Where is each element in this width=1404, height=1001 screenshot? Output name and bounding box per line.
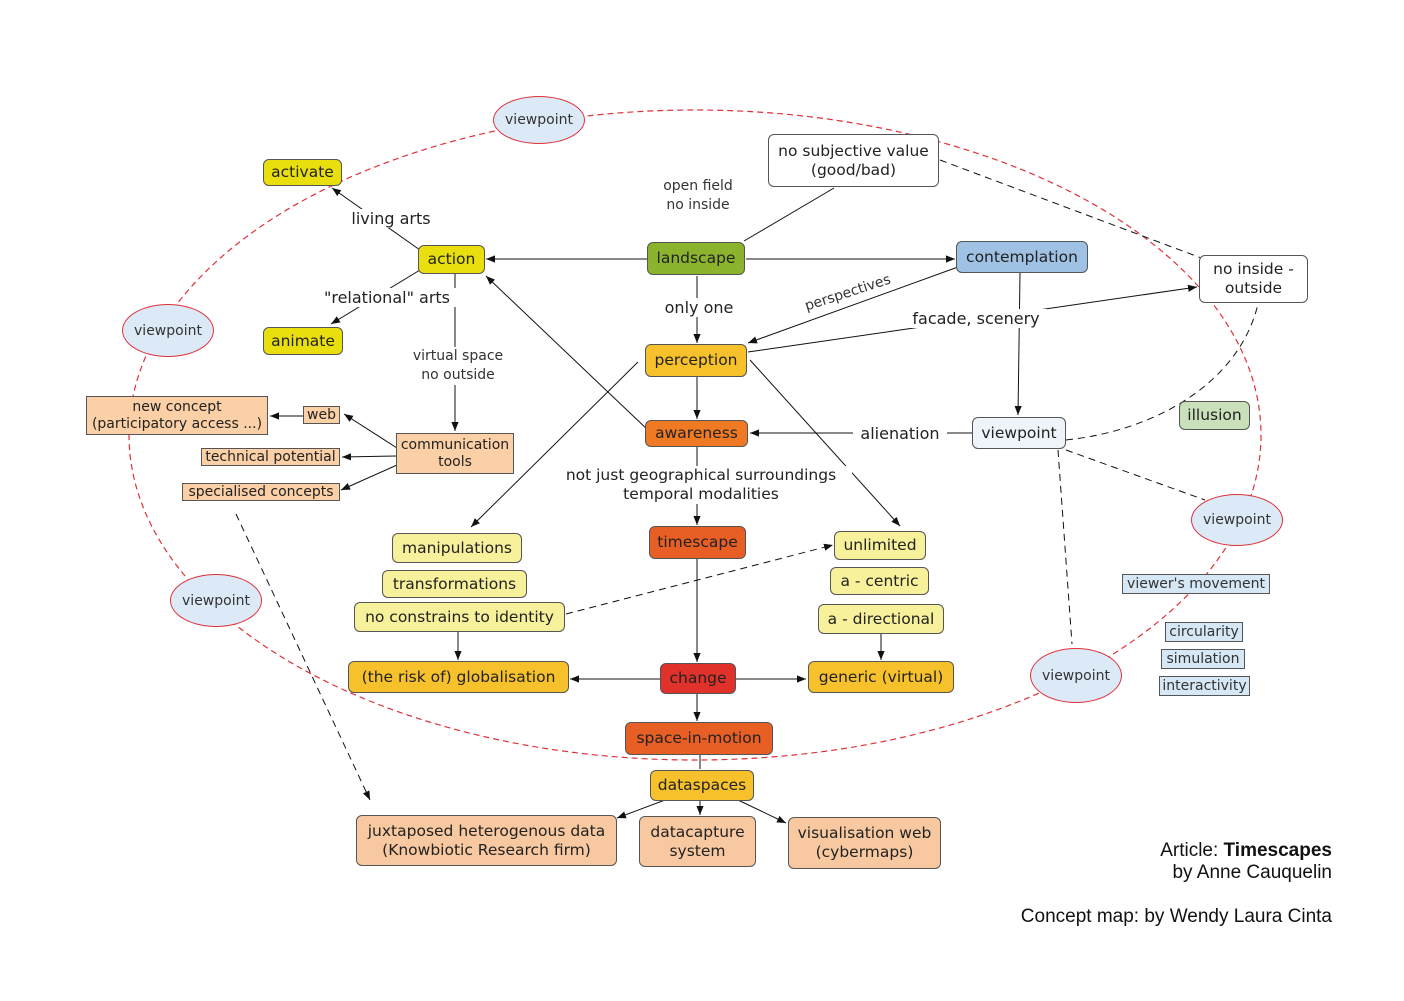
link-label-alienation: alienation [853, 424, 947, 443]
globalisation-node[interactable]: (the risk of) globalisation [348, 661, 569, 693]
landscape-node[interactable]: landscape [647, 242, 745, 275]
concept-map-credit: Concept map: by Wendy Laura Cinta [1020, 906, 1332, 927]
circularity-node[interactable]: circularity [1165, 622, 1243, 642]
link-label-only-one: only one [656, 298, 742, 317]
datacapture-node[interactable]: datacapture system [639, 816, 756, 867]
edge-awareness-action [485, 275, 651, 433]
change-node[interactable]: change [660, 663, 736, 694]
viewpoint-ellipse-bottom[interactable]: viewpoint [1030, 648, 1122, 703]
link-label-geographical: not just geographical surroundings tempo… [550, 466, 852, 504]
article-credit: Article: Timescapes [1160, 840, 1332, 862]
technical-potential-node[interactable]: technical potential [201, 448, 340, 466]
article-author: by Anne Cauquelin [1172, 862, 1332, 883]
viewpoint-ellipse-right[interactable]: viewpoint [1191, 494, 1283, 546]
generic-virtual-node[interactable]: generic (virtual) [808, 661, 954, 693]
space-in-motion-node[interactable]: space-in-motion [625, 722, 773, 755]
no-constrains-node[interactable]: no constrains to identity [354, 602, 565, 632]
web-node[interactable]: web [303, 406, 340, 424]
edge-dataspaces-visualisation [737, 799, 787, 824]
article-title: Timescapes [1223, 840, 1332, 861]
edge-viewpoint-noinside-dashed [1065, 303, 1259, 441]
juxtaposed-data-node[interactable]: juxtaposed heterogenous data (Knowbiotic… [356, 815, 617, 866]
edge-contemplation-viewpoint [1014, 272, 1022, 416]
awareness-node[interactable]: awareness [645, 420, 748, 447]
edge-communication-specialised [340, 464, 398, 491]
link-label-facade-scenery: facade, scenery [905, 309, 1047, 328]
edge-landscape-nosubjective [743, 187, 835, 242]
communication-tools-node[interactable]: communication tools [396, 433, 514, 474]
link-label-living-arts: living arts [345, 209, 437, 228]
a-centric-node[interactable]: a - centric [830, 567, 929, 595]
perception-node[interactable]: perception [645, 344, 747, 377]
viewpoint-boundary-ellipse [128, 109, 1262, 761]
no-subjective-value-node[interactable]: no subjective value (good/bad) [768, 134, 939, 187]
interactivity-node[interactable]: interactivity [1159, 676, 1250, 696]
action-node[interactable]: action [418, 245, 485, 274]
new-concept-node[interactable]: new concept (participatory access ...) [86, 396, 268, 435]
link-label-open-field: open field no inside [655, 177, 741, 215]
viewers-movement-node[interactable]: viewer's movement [1122, 574, 1270, 594]
viewpoint-ellipse-top[interactable]: viewpoint [493, 96, 585, 144]
transformations-node[interactable]: transformations [382, 570, 527, 598]
link-label-virtual-space: virtual space no outside [405, 347, 511, 385]
edge-nosubjective-noinside-dashed [939, 159, 1213, 263]
edge-dataspaces-juxtaposed [616, 799, 666, 819]
dataspaces-node[interactable]: dataspaces [650, 770, 754, 801]
simulation-node[interactable]: simulation [1161, 649, 1245, 669]
manipulations-node[interactable]: manipulations [392, 533, 522, 563]
animate-node[interactable]: animate [263, 327, 343, 355]
edge-communication-web [343, 413, 398, 449]
contemplation-node[interactable]: contemplation [956, 241, 1088, 273]
activate-node[interactable]: activate [263, 159, 342, 186]
visualisation-web-node[interactable]: visualisation web (cybermaps) [788, 817, 941, 869]
timescape-node[interactable]: timescape [649, 526, 746, 559]
viewpoint-ellipse-lower-left[interactable]: viewpoint [170, 574, 262, 627]
a-directional-node[interactable]: a - directional [818, 604, 944, 634]
viewpoint-ellipse-left[interactable]: viewpoint [122, 304, 214, 357]
edge-viewpoint-ellipse-bottom-dashed [1057, 449, 1073, 645]
viewpoint-node[interactable]: viewpoint [972, 417, 1066, 449]
no-inside-outside-node[interactable]: no inside - outside [1199, 255, 1308, 303]
article-prefix: Article: [1160, 840, 1224, 861]
link-label-relational-arts: "relational" arts [318, 288, 456, 307]
edge-noconstrains-unlimited-dashed [565, 543, 834, 615]
edge-contemplation-perception [747, 266, 959, 344]
edge-perception-manipulations [470, 361, 639, 528]
specialised-concepts-node[interactable]: specialised concepts [182, 483, 340, 501]
edge-viewpoint-ellipse-right-dashed [1065, 449, 1206, 501]
edge-specialised-juxtaposed-dashed [235, 513, 371, 801]
unlimited-node[interactable]: unlimited [834, 531, 926, 560]
illusion-node[interactable]: illusion [1179, 401, 1250, 430]
edge-perception-unlimited [749, 359, 901, 527]
edge-communication-technical [341, 453, 398, 461]
